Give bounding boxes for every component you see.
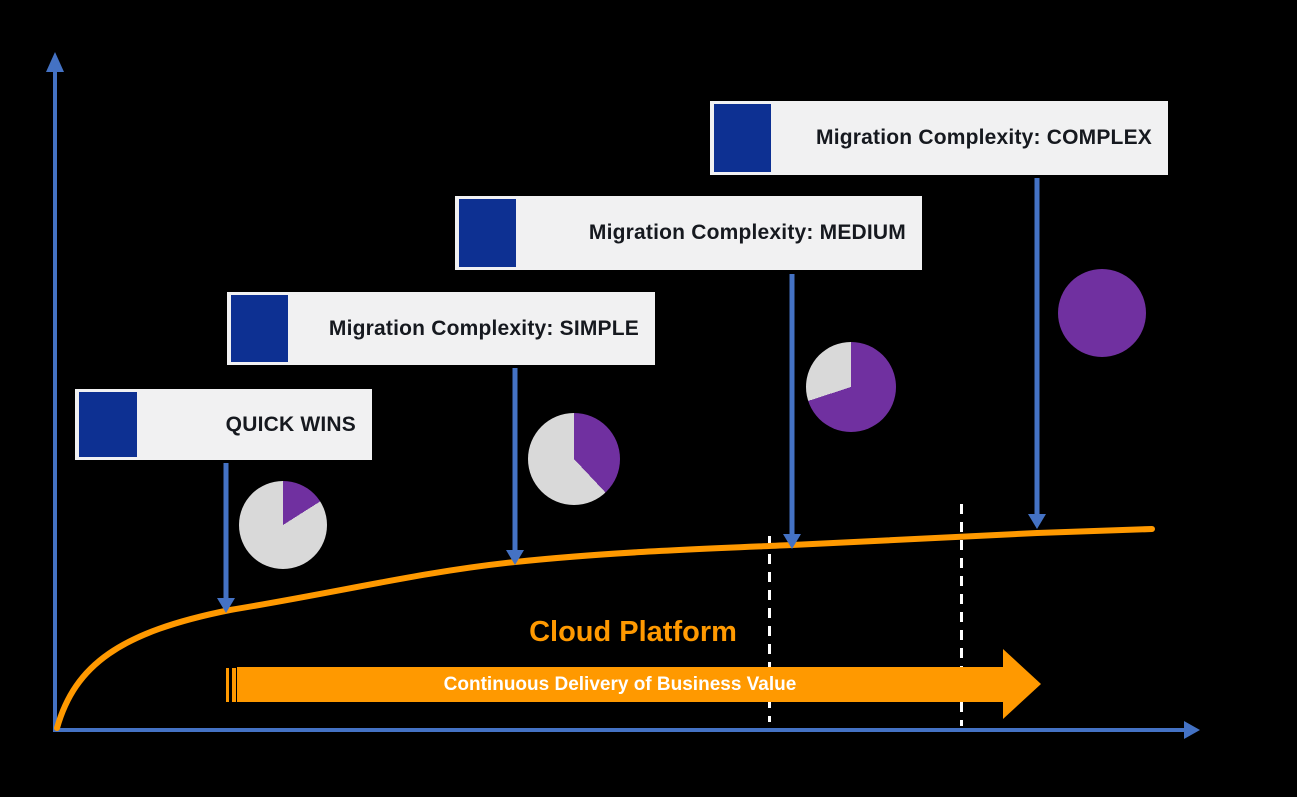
navy-swatch-icon xyxy=(714,104,771,172)
pie-chart-medium xyxy=(806,342,896,432)
cloud-platform-curve xyxy=(54,526,1155,731)
callout-quick-wins-label: QUICK WINS xyxy=(225,412,356,436)
pie-chart-quick-wins xyxy=(239,481,327,569)
cloud-platform-label: Cloud Platform xyxy=(529,616,737,648)
callout-complex-label: Migration Complexity: COMPLEX xyxy=(816,126,1152,149)
navy-swatch-icon xyxy=(459,199,516,267)
navy-swatch-icon xyxy=(231,295,288,362)
value-arrow-tail-tick xyxy=(226,668,229,702)
x-axis-arrowhead-icon xyxy=(1184,721,1200,739)
navy-swatch-icon xyxy=(79,392,137,457)
y-axis-arrowhead-icon xyxy=(46,52,64,72)
drop-arrow-simple xyxy=(506,368,524,565)
drop-arrow-medium xyxy=(783,274,801,549)
pie-chart-simple xyxy=(528,413,620,505)
value-arrow-tail-tick xyxy=(232,668,236,702)
continuous-delivery-label: Continuous Delivery of Business Value xyxy=(443,673,797,695)
drop-arrow-complex xyxy=(1028,178,1046,529)
pie-chart-complex xyxy=(1058,269,1146,357)
drop-arrow-quick-wins xyxy=(217,463,235,613)
callout-simple-label: Migration Complexity: SIMPLE xyxy=(328,316,639,340)
continuous-delivery-arrow: Continuous Delivery of Business Value xyxy=(237,667,1003,702)
callout-complex: Migration Complexity: COMPLEX xyxy=(710,101,1168,175)
callout-medium-label: Migration Complexity: MEDIUM xyxy=(588,221,906,244)
value-arrowhead-icon xyxy=(1003,649,1041,719)
callout-medium: Migration Complexity: MEDIUM xyxy=(455,196,922,270)
callout-simple: Migration Complexity: SIMPLE xyxy=(227,292,655,365)
callout-quick-wins: QUICK WINS xyxy=(75,389,372,460)
